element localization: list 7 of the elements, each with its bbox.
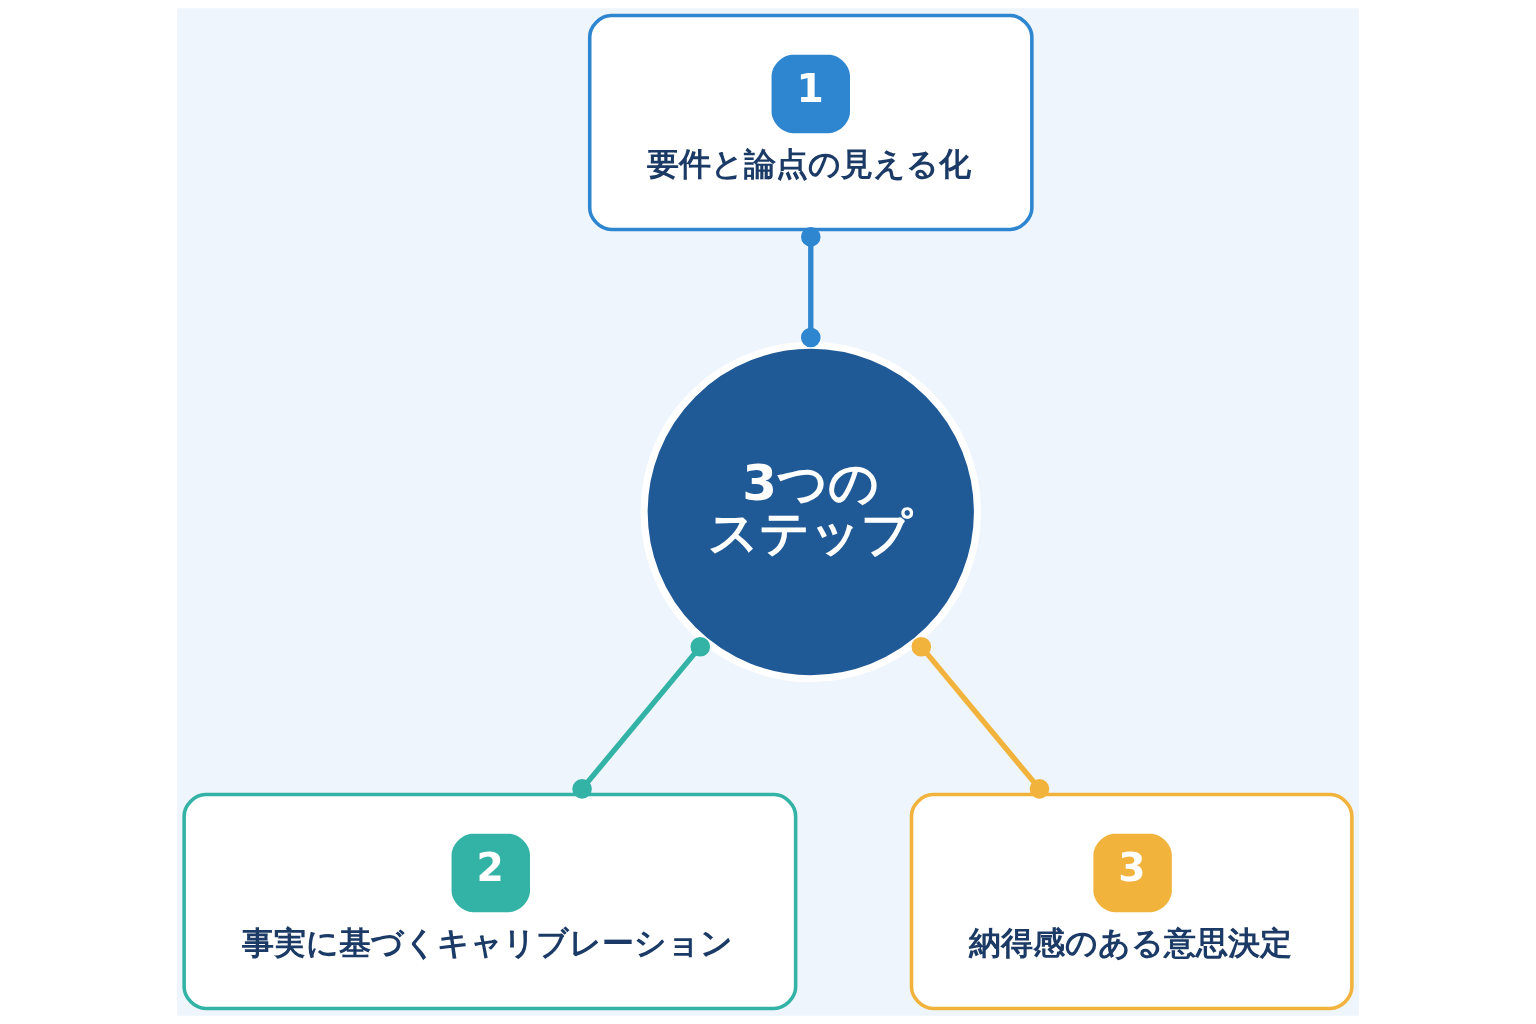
connector	[572, 636, 711, 799]
connector	[911, 636, 1050, 799]
node-box: 2 事実に基づくキャリブレーション	[182, 792, 798, 1011]
node-box: 3 納得感のある意思決定	[909, 792, 1354, 1011]
connector	[801, 227, 821, 348]
node-circle: 3つのステップ	[640, 341, 982, 683]
node-box: 1 要件と論点の見える化	[587, 13, 1034, 232]
